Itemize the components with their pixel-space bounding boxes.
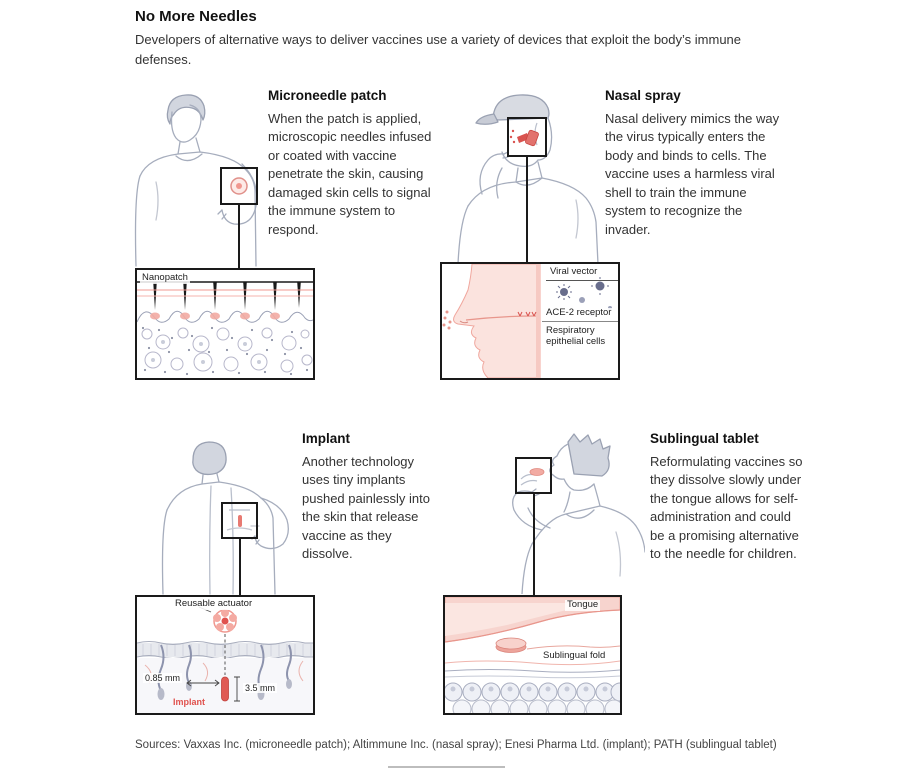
- ace2-receptor-label: ACE-2 receptor: [544, 307, 614, 319]
- bottom-divider: [388, 766, 505, 768]
- implant-length-label: 3.5 mm: [243, 683, 278, 694]
- sublingual-fold-label: Sublingual fold: [541, 650, 608, 662]
- callout-connector-line: [239, 538, 241, 595]
- implant-capsule: [221, 676, 229, 702]
- hair: [166, 94, 206, 125]
- man-applying-patch-illustration: [134, 94, 258, 267]
- implant-detail-box: Reusable actuator 0.85 mm Implant 3.5 mm: [135, 595, 315, 715]
- person-taking-tablet-illustration: [512, 433, 645, 594]
- nasal-passage-art: [442, 264, 612, 378]
- nasal-detail-box: Viral vector ACE-2 receptor Respiratory …: [440, 262, 620, 380]
- implant-depth-label: 0.85 mm: [143, 673, 183, 684]
- person-receiving-implant-illustration: [161, 441, 289, 595]
- nanopatch-label: Nanopatch: [140, 272, 190, 284]
- sublingual-description: Reformulating vaccines so they dissolve …: [650, 454, 803, 562]
- tablet-icon: [520, 468, 545, 486]
- implant-heading: Implant: [302, 431, 351, 446]
- skin-cross-section-art: [137, 281, 313, 376]
- page-title: No More Needles: [135, 8, 257, 25]
- zoom-callout-box-microneedle: [220, 167, 258, 205]
- zoom-callout-box-sublingual: [515, 457, 552, 494]
- spiky-hair: [567, 433, 611, 477]
- callout-connector-line: [526, 156, 528, 262]
- dots: [141, 326, 309, 376]
- hair: [192, 441, 227, 476]
- cap-brim: [475, 113, 499, 125]
- nasal-description: Nasal delivery mimics the way the virus …: [605, 111, 780, 237]
- cell-nuclei: [450, 686, 608, 692]
- label-underline: [542, 321, 618, 322]
- callout-connector-line: [238, 205, 240, 268]
- implant-skin-art: [137, 606, 313, 713]
- microneedle-heading: Microneedle patch: [268, 88, 387, 103]
- sublingual-heading: Sublingual tablet: [650, 431, 759, 446]
- actuator-petals: [213, 609, 237, 631]
- ace2-receptor-marks: [517, 311, 537, 317]
- nasal-heading: Nasal spray: [605, 88, 681, 103]
- microneedle-description: When the patch is applied, microscopic n…: [268, 111, 432, 237]
- virus-icon: [556, 277, 612, 317]
- cell-nuclei: [151, 340, 261, 364]
- zoom-callout-box-nasal: [507, 117, 547, 157]
- callout-connector-line: [533, 493, 535, 595]
- reusable-actuator-label: Reusable actuator: [173, 598, 255, 610]
- page-subtitle: Developers of alternative ways to delive…: [135, 32, 742, 68]
- nasal-sprayer-icon: [509, 122, 539, 147]
- label-underline: [546, 280, 618, 281]
- measurement-marks: [186, 676, 240, 702]
- spray-droplets: [442, 310, 452, 330]
- viral-vector-label: Viral vector: [548, 266, 600, 278]
- sublingual-detail-box: Tongue Sublingual fold: [443, 595, 622, 715]
- irritated-skin-cells: [150, 312, 280, 320]
- epithelial-cells-row2: [452, 699, 620, 713]
- face-profile: [453, 264, 541, 378]
- implant-label: Implant: [173, 697, 206, 707]
- implant-description: Another technology uses tiny implants pu…: [302, 454, 430, 562]
- implant-device-icon: [226, 509, 253, 531]
- zoom-callout-box-implant: [221, 502, 258, 539]
- nasal-passage-line: [465, 315, 537, 321]
- tongue-label: Tongue: [565, 599, 601, 611]
- nanopatch-detail-box: Nanopatch: [135, 268, 315, 380]
- person-using-nasal-spray-illustration: [457, 94, 599, 264]
- epithelial-cells: [445, 682, 620, 702]
- sources-note: Sources: Vaxxas Inc. (microneedle patch)…: [135, 739, 777, 751]
- patch-applicator-icon: [230, 177, 248, 195]
- respiratory-cells-label: Respiratory epithelial cells: [544, 325, 608, 348]
